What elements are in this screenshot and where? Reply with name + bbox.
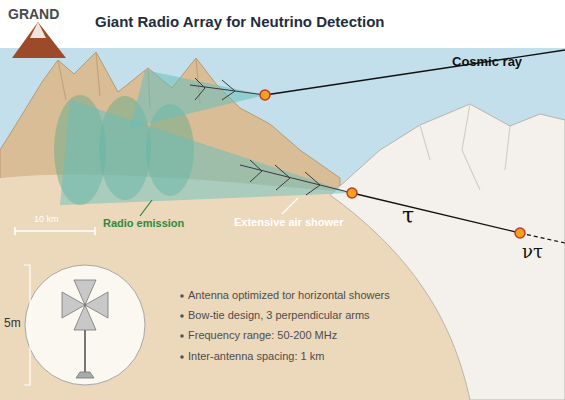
bullet (180, 294, 184, 298)
title: Giant Radio Array for Neutrino Detection (95, 13, 384, 30)
bullet (180, 314, 184, 318)
interaction-star (260, 90, 270, 100)
tau-track (352, 193, 520, 233)
feature-item: Inter-antenna spacing: 1 km (188, 350, 324, 363)
feature-item: Bow-tie design, 3 perpendicular arms (188, 309, 370, 322)
logo-snow (30, 22, 46, 38)
bullet (180, 334, 184, 338)
sky (0, 48, 565, 400)
shower-cone (60, 100, 352, 205)
scale-label: 10 km (34, 214, 59, 224)
height-label: 5m (4, 317, 21, 331)
antenna-inset (25, 265, 145, 385)
snowy-mountain (330, 104, 565, 400)
shower-branches (190, 78, 352, 195)
leader-line (140, 200, 152, 216)
scale-bar (15, 227, 95, 235)
bullet (180, 355, 184, 359)
snow-shading (420, 104, 510, 190)
logo-mountain (12, 22, 66, 58)
air-shower-label: Extensive air shower (234, 216, 343, 229)
radio-emission-label: Radio emission (103, 217, 184, 230)
tau-symbol: τ (402, 203, 414, 228)
shower-cone (130, 70, 265, 128)
interaction-star (347, 188, 357, 198)
leader-line (282, 198, 298, 214)
feature-item: Frequency range: 50-200 MHz (188, 329, 337, 342)
bowtie-arms (62, 280, 108, 330)
cosmic-ray-track (265, 50, 565, 95)
interaction-star (515, 228, 525, 238)
neutrino-symbol: ντ (522, 242, 543, 263)
antenna-base (76, 372, 94, 378)
feature-item: Antenna optimized tor horizontal showers (188, 289, 390, 302)
cosmic-ray-label: Cosmic ray (452, 55, 522, 70)
height-bracket (24, 265, 30, 385)
logo-text: GRAND (8, 6, 59, 22)
